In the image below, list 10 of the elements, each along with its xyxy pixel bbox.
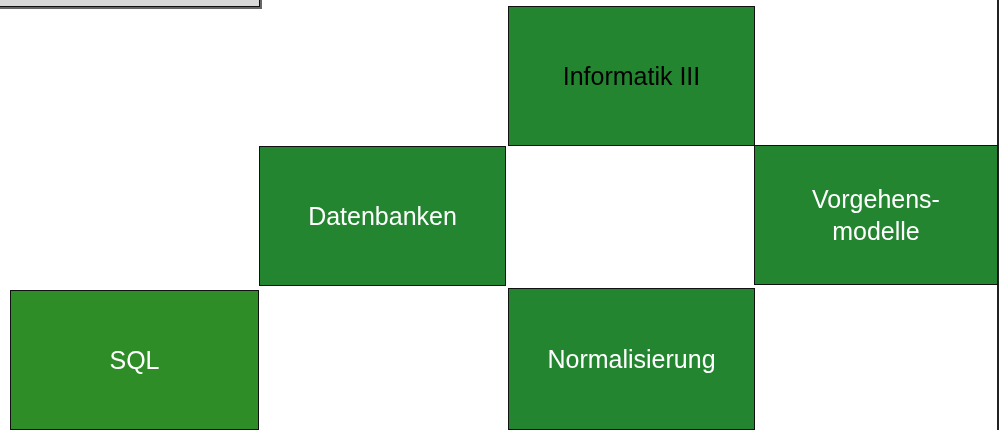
topic-label: Informatik III: [562, 61, 701, 92]
topic-label: Normalisierung: [547, 344, 716, 375]
topic-box: [508, 6, 755, 146]
topic-box: [259, 146, 506, 286]
topic-box: [10, 290, 259, 430]
topic-box: [508, 288, 755, 430]
topic-box: [754, 145, 998, 285]
topic-label: Vorgehens- modelle: [811, 184, 941, 247]
topic-label: SQL: [109, 345, 160, 376]
topic-label: Datenbanken: [308, 201, 457, 232]
